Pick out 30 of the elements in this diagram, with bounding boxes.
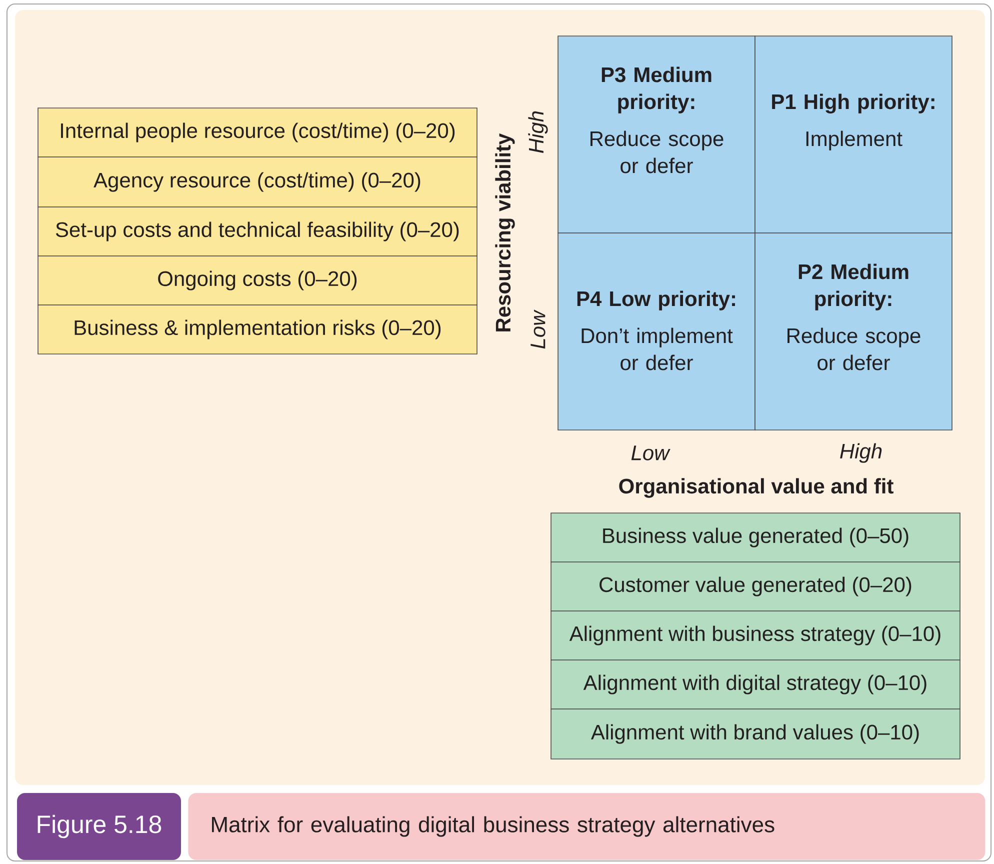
- quadrant-text: Implement: [806, 130, 902, 150]
- quadrant-heading: P4 Low priority:: [577, 290, 735, 310]
- quadrant-box: [754, 36, 952, 234]
- quadrant-box: [754, 232, 952, 430]
- value-cell: Business value generated (0–50): [550, 512, 960, 562]
- quadrant-text: Reduce scope or defer: [788, 328, 920, 370]
- cost-cell: Business & implementation risks (0–20): [38, 304, 478, 354]
- cost-cell: Ongoing costs (0–20): [38, 256, 478, 306]
- axis-value: High: [528, 111, 548, 153]
- figure-badge: Figure 5.18: [17, 793, 181, 860]
- axis-title: Resourcing viability: [495, 133, 515, 332]
- cost-cell: Agency resource (cost/time) (0–20): [38, 156, 478, 208]
- value-cell: Alignment with brand values (0–10): [550, 708, 960, 760]
- axis-title: Organisational value and fit: [619, 478, 894, 498]
- value-cell: Customer value generated (0–20): [550, 562, 960, 612]
- value-cell: Alignment with business strategy (0–10): [550, 610, 960, 660]
- cost-cell: Set-up costs and technical feasibility (0–20): [38, 206, 478, 256]
- cost-cell: Internal people resource (cost/time) (0–20): [38, 108, 478, 158]
- axis-value: Low: [631, 446, 670, 460]
- quadrant-text: Don’t implement or defer: [582, 328, 733, 370]
- quadrant-box: [558, 232, 756, 430]
- axis-value: High: [840, 443, 882, 463]
- caption-box: Matrix for evaluating digital business strategy alternatives: [188, 793, 986, 860]
- value-cell: Alignment with digital strategy (0–10): [550, 660, 960, 710]
- quadrant-heading: P1 High priority:: [772, 94, 934, 114]
- quadrant-box: [558, 36, 756, 234]
- quadrant-heading: P2 Medium priority:: [798, 264, 908, 310]
- axis-value: Low: [530, 310, 546, 349]
- quadrant-text: Reduce scope or defer: [590, 130, 724, 174]
- quadrant-heading: P3 Medium priority:: [602, 66, 712, 114]
